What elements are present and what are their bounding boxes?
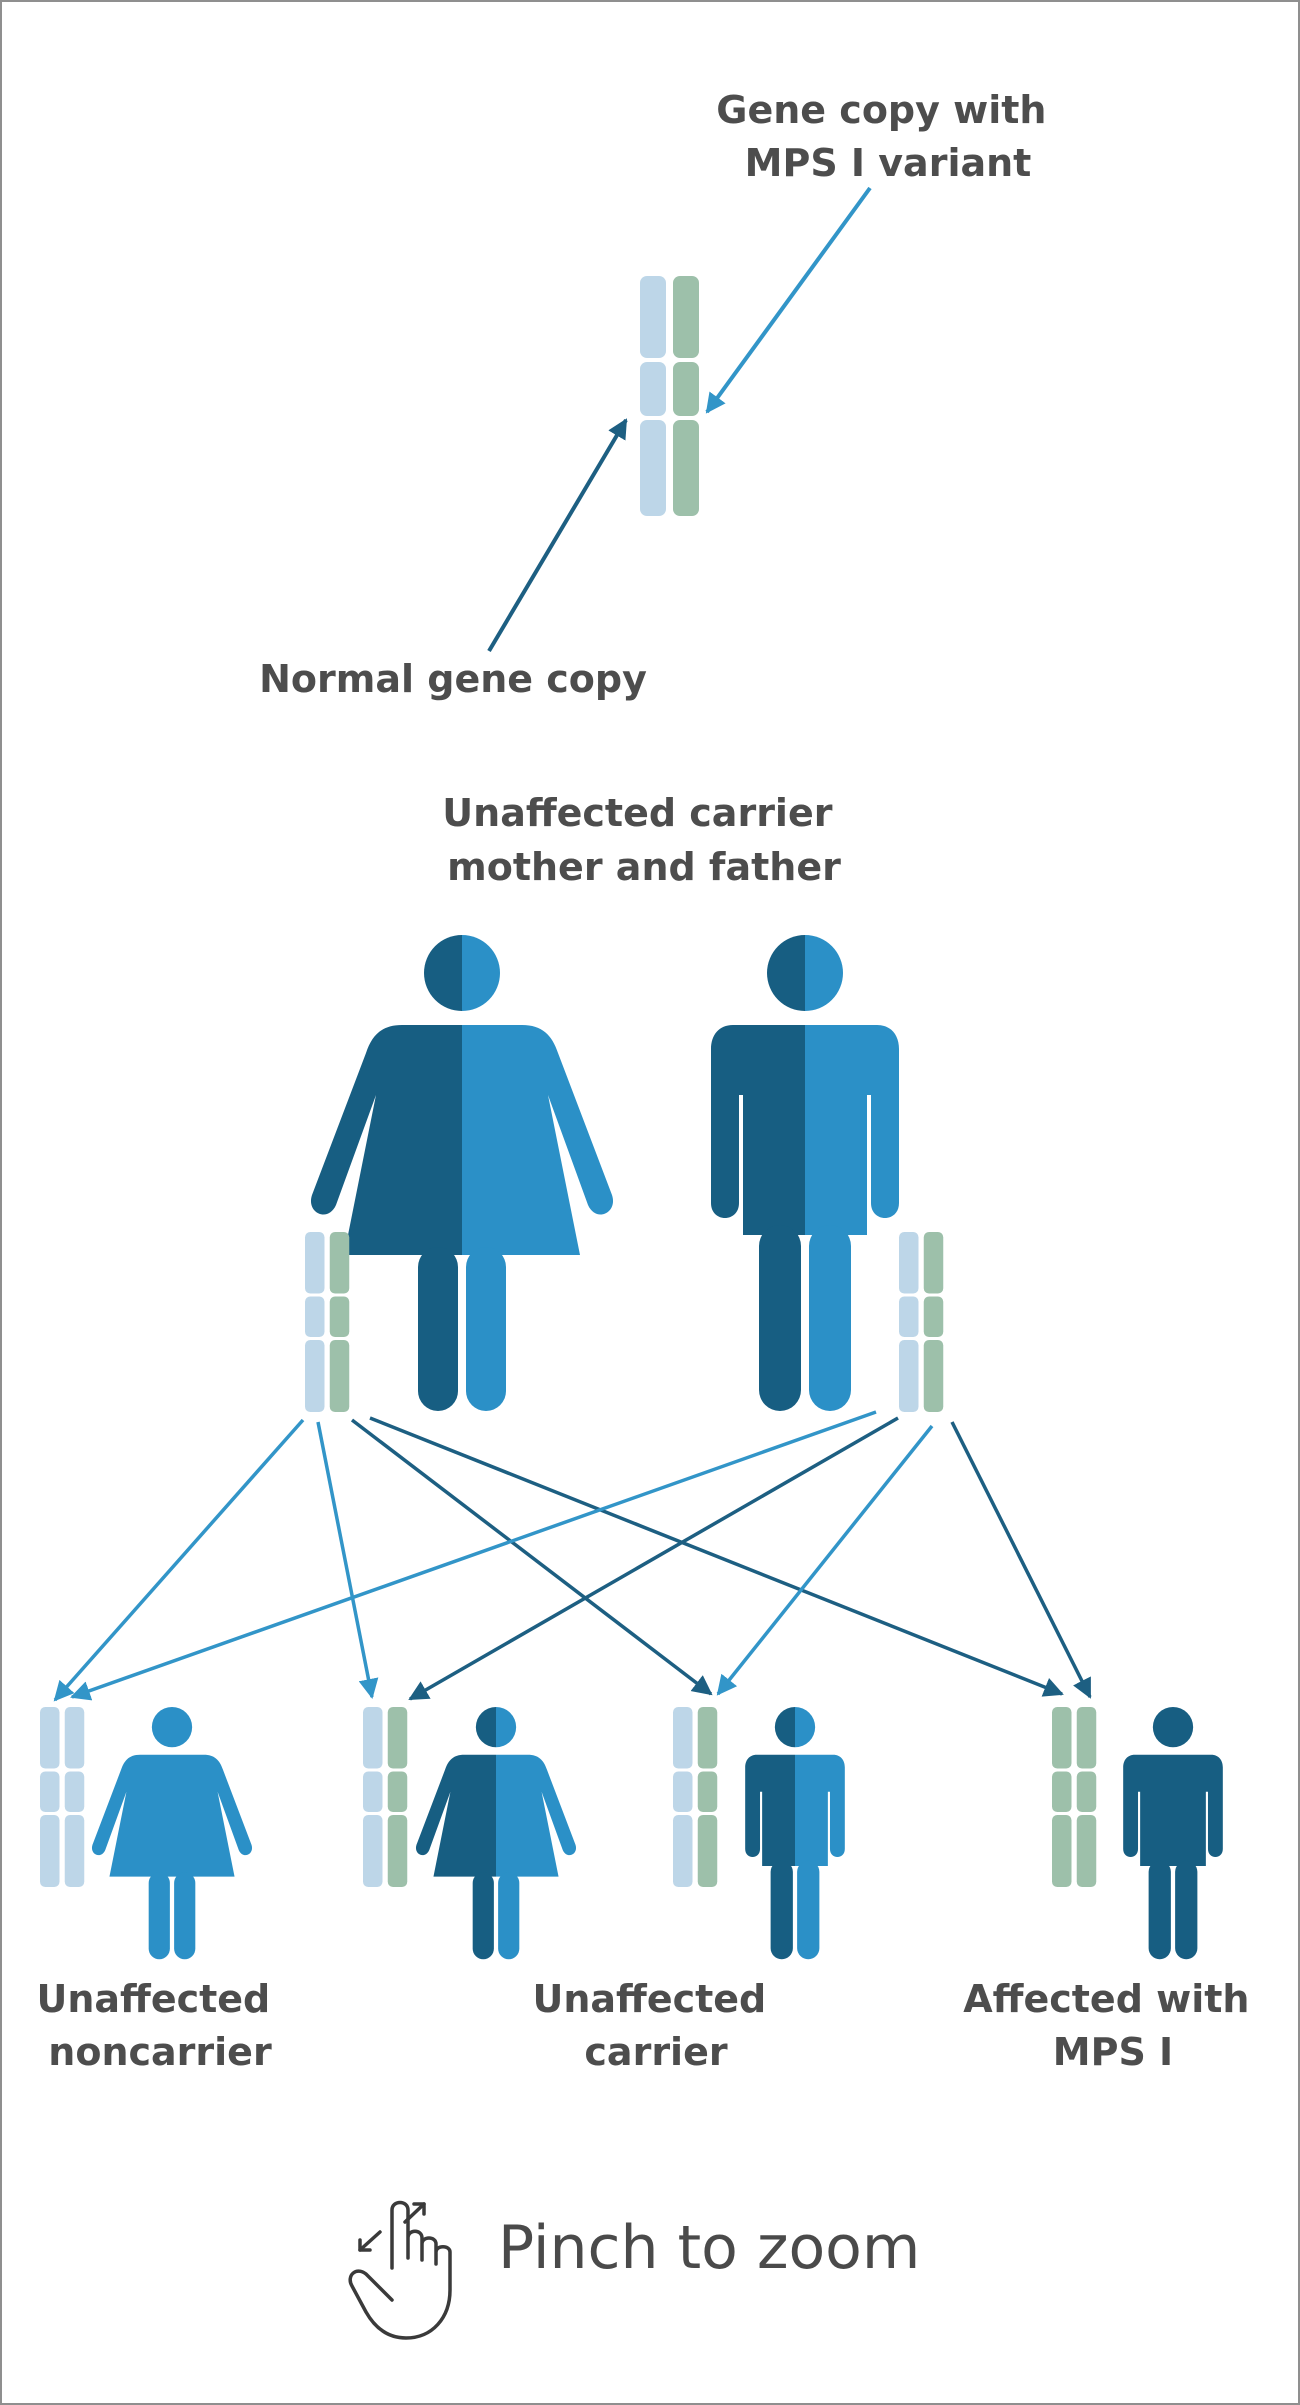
parents-label: Unaffected carrier mother and father <box>442 791 845 889</box>
child-carrier-girl-figure <box>415 1707 577 1960</box>
normal-copy-label: Normal gene copy <box>259 657 647 701</box>
variant-pointer-arrow <box>705 186 872 414</box>
carrier-label: Unaffected carrier <box>532 1977 779 2074</box>
child-noncarrier-chromosome <box>40 1707 85 1887</box>
pinch-to-zoom-text: Pinch to zoom <box>498 2213 920 2283</box>
father-chromosome <box>899 1232 944 1412</box>
child-carrier-girl-chromosome <box>363 1707 408 1887</box>
child-noncarrier-figure <box>91 1707 253 1960</box>
legend-chromosome <box>640 276 699 516</box>
mother-chromosome <box>305 1232 350 1412</box>
mother-figure <box>310 935 614 1411</box>
inheritance-arrows <box>53 1410 1092 1702</box>
noncarrier-label: Unaffected noncarrier <box>36 1977 283 2074</box>
child-affected-chromosome <box>1052 1707 1097 1887</box>
father-figure <box>711 935 899 1411</box>
affected-label: Affected with MPS I <box>963 1977 1262 2074</box>
child-carrier-boy-chromosome <box>673 1707 718 1887</box>
normal-pointer-arrow <box>487 418 628 653</box>
hand-pinch-icon <box>348 2200 452 2340</box>
child-affected-figure <box>1123 1707 1223 1960</box>
variant-copy-label: Gene copy with MPS I variant <box>716 88 1059 185</box>
child-carrier-boy-figure <box>745 1707 845 1960</box>
